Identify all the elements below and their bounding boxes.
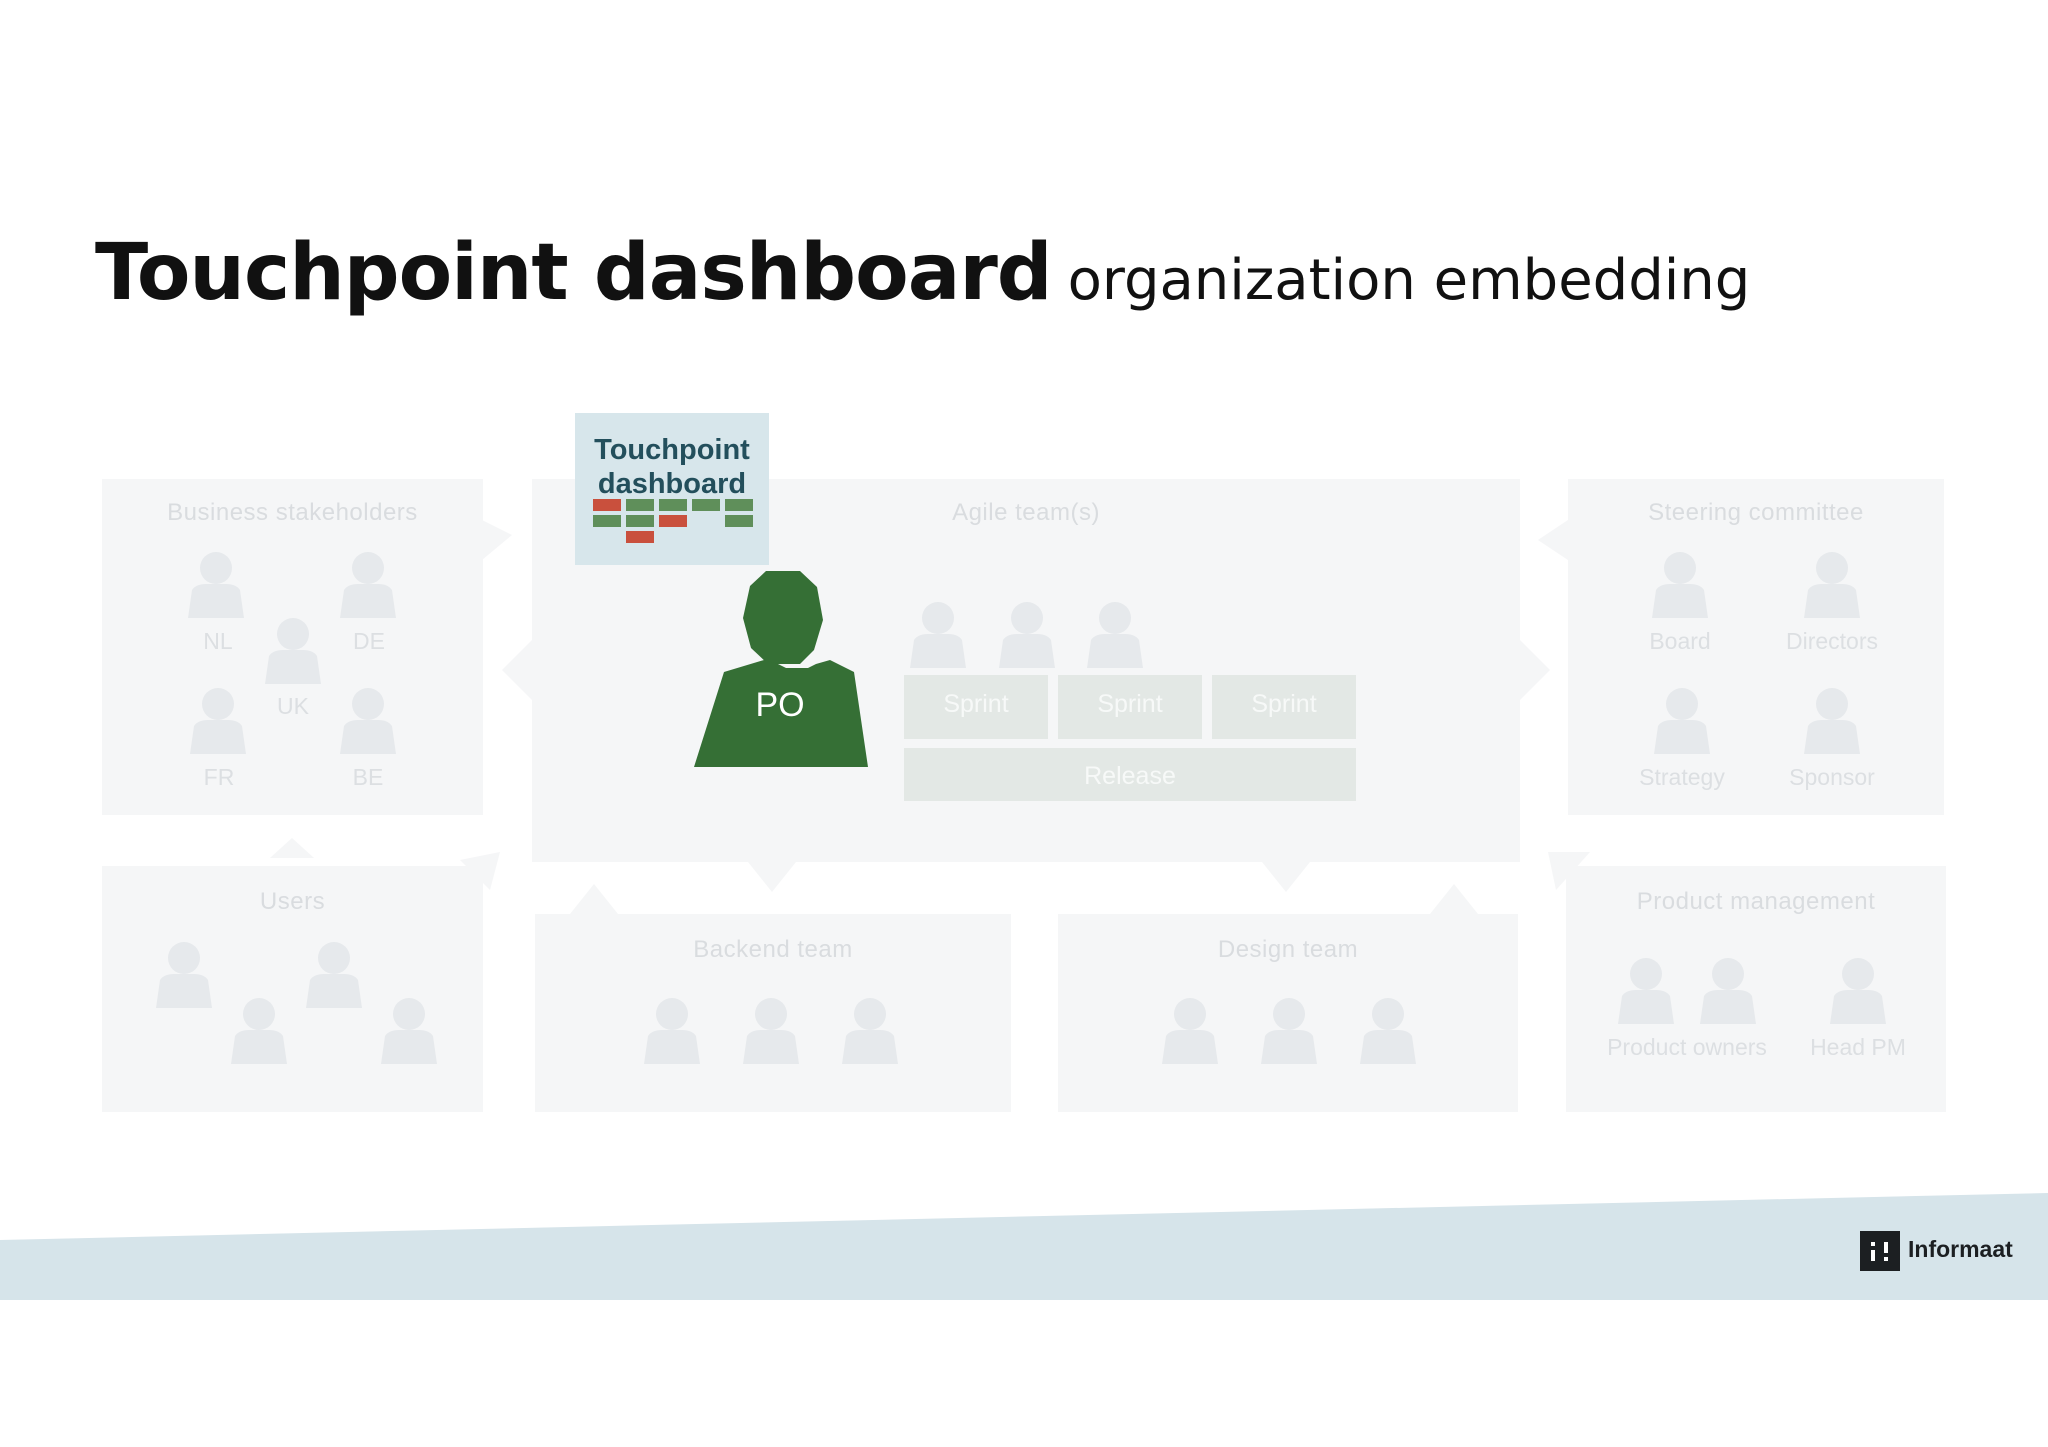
grid-cell: [593, 515, 621, 527]
sprint-block-3: Sprint: [1212, 675, 1356, 739]
person-label-sponsor: Sponsor: [1789, 764, 1875, 790]
arrow-design-to-agile: [1430, 884, 1478, 914]
person-label-be: BE: [352, 764, 384, 790]
arrow-agile-to-backend: [748, 862, 796, 892]
backend-team-label: Backend team: [693, 936, 853, 963]
arrow-business-to-agile: [482, 520, 512, 560]
callout-title-line1: Touchpoint: [594, 434, 750, 466]
grid-cell: [659, 515, 687, 527]
arrow-agile-to-design: [1262, 862, 1310, 892]
person-label-product-owners: Product owners: [1607, 1034, 1767, 1060]
steering-committee-label: Steering committee: [1648, 499, 1864, 526]
po-label: PO: [755, 686, 805, 724]
sprint-block-1: Sprint: [904, 675, 1048, 739]
grid-cell: [626, 515, 654, 527]
title-main: Touchpoint dashboard: [95, 228, 1053, 318]
arrow-users-to-business: [270, 838, 314, 858]
product-management-panel: Product management: [1566, 866, 1946, 1112]
title-subtitle: organization embedding: [1067, 248, 1751, 313]
arrow-agile-to-steering: [1520, 640, 1550, 700]
arrow-steering-to-agile: [1538, 520, 1568, 560]
business-stakeholders-label: Business stakeholders: [167, 499, 418, 526]
agile-team-label: Agile team(s): [952, 499, 1100, 526]
footer-band: [0, 1193, 2048, 1300]
brand-name: Informaat: [1908, 1236, 2013, 1262]
users-label: Users: [259, 888, 326, 915]
callout-title: Touchpoint dashboard: [575, 433, 769, 501]
arrow-backend-to-agile: [570, 884, 618, 914]
product-management-label: Product management: [1636, 888, 1876, 915]
grid-cell: [659, 499, 687, 511]
po-body: [694, 660, 868, 767]
person-label-head-pm: Head PM: [1810, 1034, 1906, 1060]
person-label-directors: Directors: [1785, 628, 1878, 654]
sprint-block-2: Sprint: [1058, 675, 1202, 739]
callout-title-line2: dashboard: [597, 468, 747, 500]
person-label-uk: UK: [277, 693, 309, 719]
grid-cell: [626, 531, 654, 543]
dashboard-grid-icon: [593, 499, 753, 543]
release-block: Release: [904, 748, 1356, 801]
steering-committee-panel: Steering committee: [1568, 479, 1944, 815]
person-label-nl: NL: [203, 628, 233, 654]
grid-cell: [725, 499, 753, 511]
person-label-de: DE: [353, 628, 385, 654]
grid-cell: [725, 515, 753, 527]
person-label-strategy: Strategy: [1639, 764, 1725, 790]
person-label-fr: FR: [203, 764, 235, 790]
grid-cell: [626, 499, 654, 511]
grid-cell: [593, 499, 621, 511]
po-head: [743, 571, 823, 664]
touchpoint-dashboard-callout: Touchpoint dashboard: [575, 413, 769, 565]
design-team-label: Design team: [1217, 936, 1359, 963]
arrow-agile-to-business: [502, 640, 532, 700]
grid-cell: [692, 499, 720, 511]
person-label-board: Board: [1649, 628, 1711, 654]
informaat-logo-icon: [1860, 1231, 1900, 1271]
